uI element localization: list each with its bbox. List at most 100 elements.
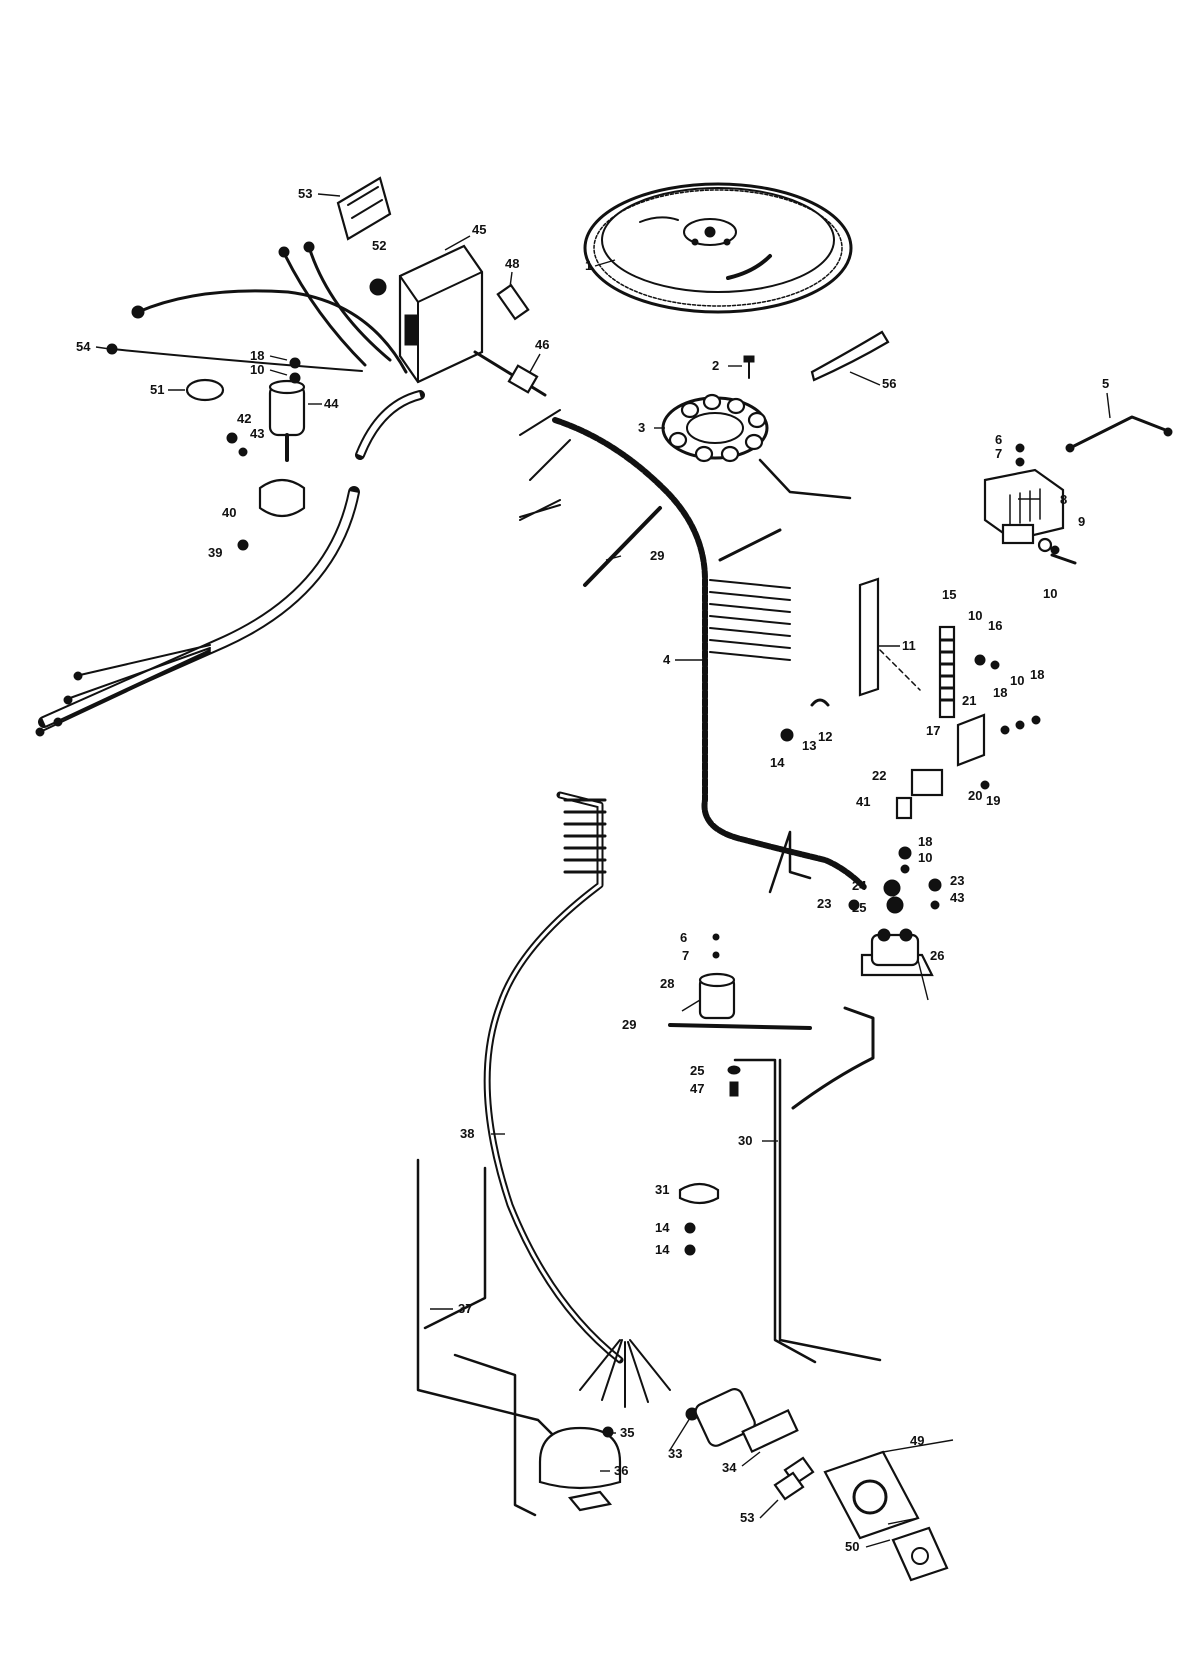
screw-35: [602, 1426, 614, 1438]
washer-25-lower: [727, 1065, 741, 1075]
stator: [661, 393, 852, 500]
part-label-40: 40: [222, 505, 236, 520]
part-label-29-upper: 29: [650, 548, 664, 563]
clamp-40: [258, 478, 306, 518]
part-label-13: 13: [802, 738, 816, 753]
part-label-8: 8: [1060, 492, 1067, 507]
band-51: [185, 378, 225, 402]
leader-lines: [95, 193, 1111, 1548]
keys-53: [773, 1456, 815, 1501]
part-label-24: 24: [852, 878, 867, 893]
bracket-21: [956, 713, 986, 767]
part-labels: 53 45 52 48 1 54 18 10 46 51 42 43 44 2 …: [76, 186, 1109, 1554]
part-label-18-mid: 18: [993, 685, 1007, 700]
relay-22: [910, 768, 944, 797]
part-label-52: 52: [372, 238, 386, 253]
bezel-49: [823, 1439, 954, 1540]
terminal-strip-15: [938, 625, 956, 719]
stud-48: [496, 283, 530, 321]
part-label-7-lower: 7: [682, 948, 689, 963]
part-label-6-upper: 6: [995, 432, 1002, 447]
part-label-7-upper: 7: [995, 446, 1002, 461]
cylinder-28: [698, 972, 736, 1020]
screw-47: [729, 1081, 739, 1097]
starter-solenoid-26: [860, 896, 934, 977]
part-label-51: 51: [150, 382, 164, 397]
nut-14-upper: [780, 728, 794, 742]
clip-12: [810, 698, 830, 707]
grommet-52: [369, 278, 387, 296]
left-harness: [35, 486, 360, 737]
cylinder-44: [268, 379, 306, 462]
part-label-36: 36: [614, 1463, 628, 1478]
rectifier-8: [983, 468, 1077, 565]
band-31: [678, 1182, 720, 1205]
part-label-25-lower: 25: [690, 1063, 704, 1078]
plate-41: [895, 796, 913, 820]
nut-14-b: [684, 1244, 696, 1256]
washer-43: [238, 447, 248, 457]
flywheel: [583, 182, 853, 314]
part-label-48: 48: [505, 256, 519, 271]
part-label-29-lower: 29: [622, 1017, 636, 1032]
part-label-31: 31: [655, 1182, 669, 1197]
screw-39: [237, 539, 249, 551]
part-label-18-left: 18: [250, 348, 264, 363]
part-label-20: 20: [968, 788, 982, 803]
part-label-16: 16: [988, 618, 1002, 633]
part-label-11: 11: [902, 638, 916, 653]
part-label-10-lower: 10: [918, 850, 932, 865]
ignition-switch-34: [694, 1388, 799, 1453]
part-label-12: 12: [818, 729, 832, 744]
part-label-14-lower-a: 14: [655, 1220, 670, 1235]
tie-strap-29-lower: [668, 1023, 812, 1030]
part-label-23-right: 23: [950, 873, 964, 888]
plate-11: [858, 577, 921, 697]
part-label-53-lower: 53: [740, 1510, 754, 1525]
part-label-6-lower: 6: [680, 930, 687, 945]
lead-wire-5: [1065, 415, 1173, 453]
part-label-43-left: 43: [250, 426, 264, 441]
part-label-26: 26: [930, 948, 944, 963]
part-label-49: 49: [910, 1433, 924, 1448]
parts-artwork: [35, 176, 1173, 1582]
decal-53: [336, 176, 392, 241]
part-label-23-left: 23: [817, 896, 831, 911]
part-label-46: 46: [535, 337, 549, 352]
part-label-3: 3: [638, 420, 645, 435]
small-hardware: [289, 357, 1060, 959]
part-label-41: 41: [856, 794, 870, 809]
part-label-19: 19: [986, 793, 1000, 808]
screw-2: [743, 355, 755, 379]
part-label-14-upper: 14: [770, 755, 785, 770]
part-label-2: 2: [712, 358, 719, 373]
part-label-45: 45: [472, 222, 486, 237]
part-label-25-upper: 25: [852, 900, 866, 915]
part-label-42: 42: [237, 411, 251, 426]
part-label-44: 44: [324, 396, 339, 411]
part-label-28: 28: [660, 976, 674, 991]
part-label-18-lower: 18: [918, 834, 932, 849]
switch-box-45: [398, 244, 484, 384]
plate-50: [891, 1526, 949, 1582]
part-label-39: 39: [208, 545, 222, 560]
part-label-22: 22: [872, 768, 886, 783]
part-label-17: 17: [926, 723, 940, 738]
cable-38: [483, 791, 671, 1408]
part-label-38: 38: [460, 1126, 474, 1141]
main-harness-4: [519, 409, 868, 894]
part-label-47: 47: [690, 1081, 704, 1096]
part-label-10-left: 10: [250, 362, 264, 377]
part-label-30: 30: [738, 1133, 752, 1148]
part-label-10-right: 10: [1043, 586, 1057, 601]
part-label-14-lower-b: 14: [655, 1242, 670, 1257]
part-label-21: 21: [962, 693, 976, 708]
top-left-wires: [106, 241, 425, 460]
part-label-50: 50: [845, 1539, 859, 1554]
screw-42: [226, 432, 238, 444]
curved-clip-56: [810, 330, 890, 382]
part-label-37: 37: [458, 1301, 472, 1316]
part-label-35: 35: [620, 1425, 634, 1440]
part-label-53-top: 53: [298, 186, 312, 201]
